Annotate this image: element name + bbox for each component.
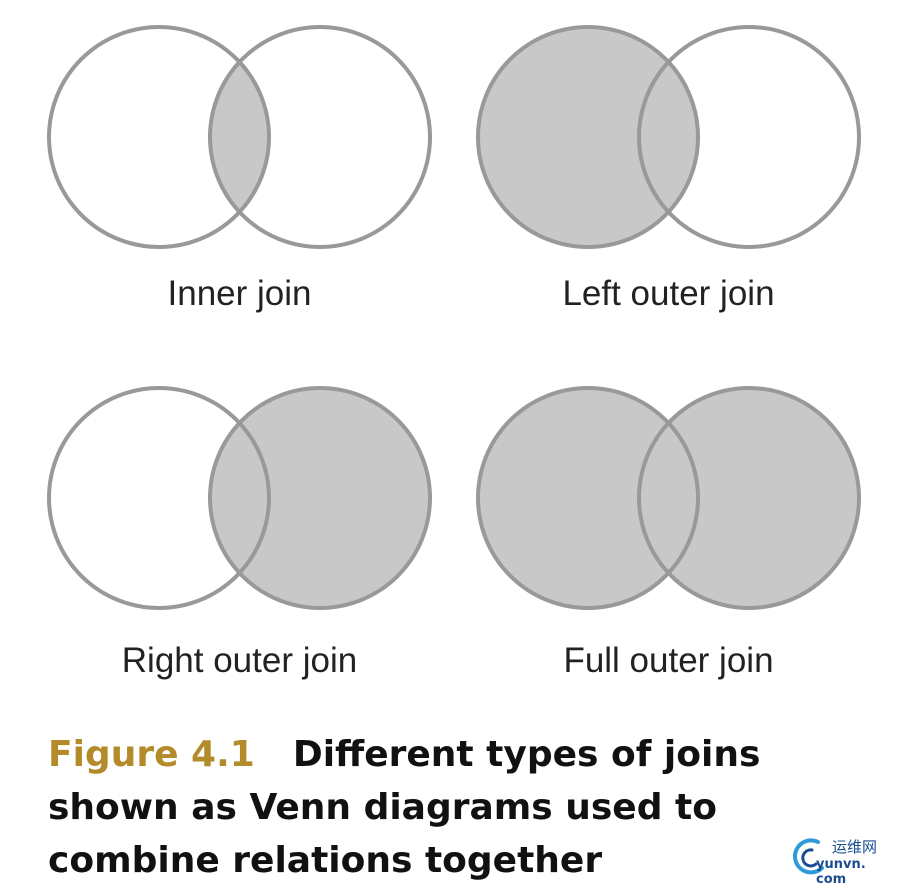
- figure-caption-text: Different types of joins shown as Venn d…: [48, 734, 761, 881]
- venn-label: Left outer join: [562, 274, 774, 313]
- figure-number: Figure 4.1: [48, 734, 255, 775]
- watermark-text-cn: 运维网: [832, 838, 878, 856]
- right-set-region: [210, 388, 430, 608]
- right-circle-outline: [637, 25, 861, 249]
- right-circle-outline: [637, 386, 861, 610]
- right-set-region: [639, 27, 859, 247]
- left-set-region: [478, 27, 698, 247]
- venn-diagram-1: Inner join: [47, 25, 432, 313]
- left-set-region: [478, 388, 698, 608]
- left-set-region: [49, 27, 269, 247]
- venn-label: Inner join: [168, 274, 312, 313]
- right-circle-outline: [208, 25, 432, 249]
- venn-label: Right outer join: [122, 641, 357, 680]
- venn-label: Full outer join: [563, 641, 773, 680]
- left-set-region: [49, 388, 269, 608]
- left-circle-outline: [476, 386, 700, 610]
- right-set-region: [210, 27, 430, 247]
- watermark-swirl-icon: [793, 838, 824, 875]
- left-circle-outline: [47, 386, 271, 610]
- venn-diagram-3: Right outer join: [47, 386, 432, 680]
- right-set-region: [639, 388, 859, 608]
- left-circle-outline: [476, 25, 700, 249]
- venn-diagram-2: Left outer join: [476, 25, 861, 313]
- venn-diagram-4: Full outer join: [476, 386, 861, 680]
- watermark-logo: 运维网 yunvn. com: [788, 834, 893, 887]
- right-circle-outline: [208, 386, 432, 610]
- left-circle-outline: [47, 25, 271, 249]
